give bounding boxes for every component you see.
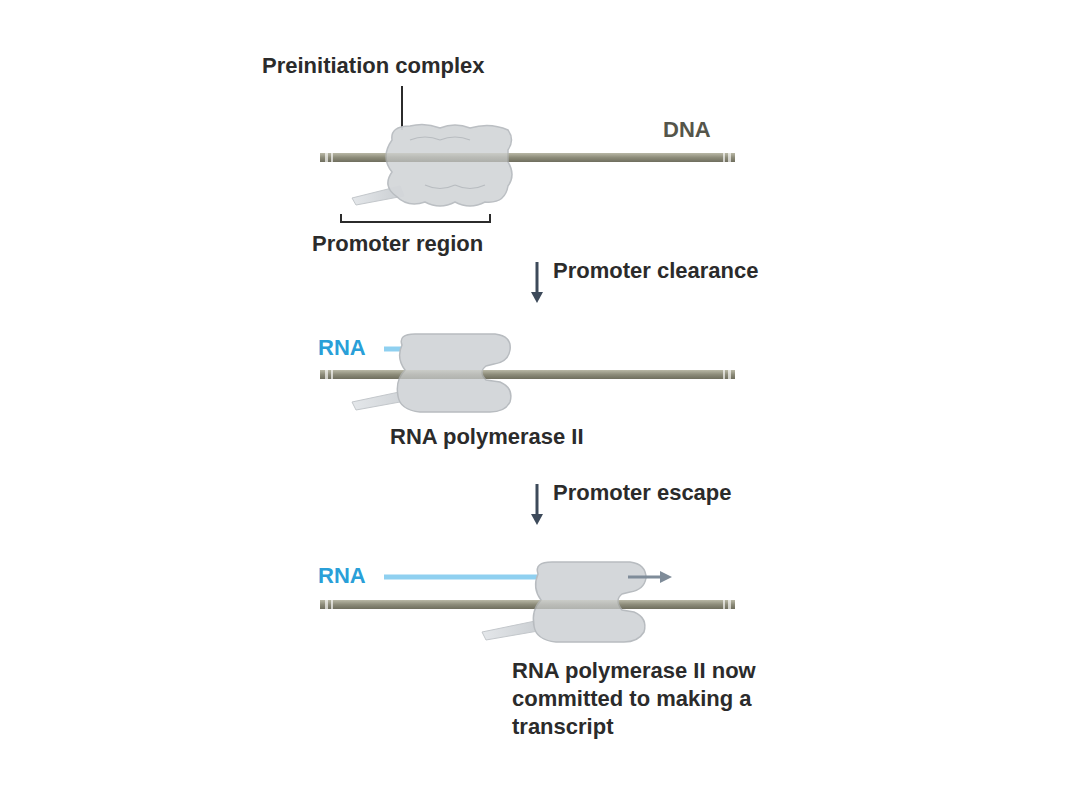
promoter-bracket [341, 214, 490, 222]
dna-strand [320, 152, 735, 163]
step-label: Promoter escape [553, 479, 732, 507]
dna-strand [320, 599, 735, 610]
polymerase-label: RNA polymerase II [390, 423, 584, 451]
complex-subunits [410, 137, 485, 189]
leader-line [401, 86, 403, 130]
preinitiation-complex [386, 124, 512, 206]
dna-strand [320, 369, 735, 380]
region-label: Promoter region [312, 230, 483, 258]
step-arrow [531, 262, 543, 303]
direction-arrow [628, 571, 672, 583]
step-label: Promoter clearance [553, 257, 758, 285]
complex-label: Preinitiation complex [262, 52, 485, 80]
rna-strand [384, 575, 545, 580]
dna-label: DNA [663, 116, 711, 144]
rna-label: RNA [318, 334, 366, 362]
rna-label: RNA [318, 562, 366, 590]
step-arrow [531, 484, 543, 525]
polymerase-note: RNA polymerase II now committed to makin… [512, 657, 812, 741]
